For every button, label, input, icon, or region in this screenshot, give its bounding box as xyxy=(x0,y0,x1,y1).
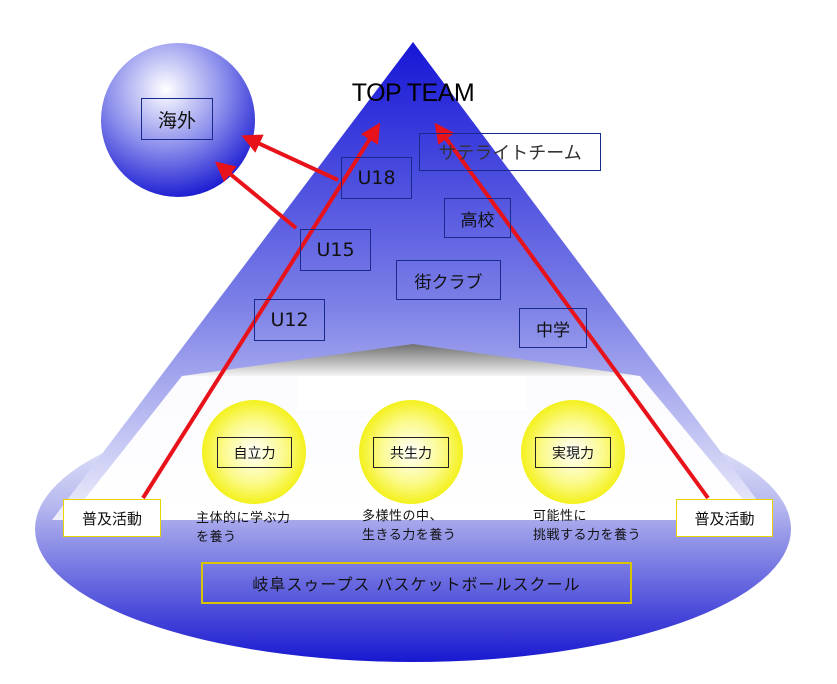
power-desc-1-line1: 主体的に学ぶ力 xyxy=(196,511,291,526)
town-club-label: 街クラブ xyxy=(396,260,501,300)
power-desc-2-line2: 生きる力を養う xyxy=(362,528,457,543)
overseas-label: 海外 xyxy=(141,98,213,140)
power-desc-2: 多様性の中、 生きる力を養う xyxy=(362,507,456,545)
power-label-3: 実現力 xyxy=(535,437,611,468)
power-desc-2-line1: 多様性の中、 xyxy=(362,509,444,524)
power-label-2: 共生力 xyxy=(373,437,449,468)
power-desc-3-line2: 挑戦する力を養う xyxy=(533,528,642,543)
arrow-u18-to-overseas xyxy=(241,134,339,182)
school-name-label: 岐阜スゥープス バスケットボールスクール xyxy=(201,562,632,604)
power-label-1: 自立力 xyxy=(217,437,292,468)
power-desc-3: 可能性に 挑戦する力を養う xyxy=(533,507,641,545)
outreach-right-label: 普及活動 xyxy=(676,499,773,537)
overseas-sphere xyxy=(101,43,255,197)
u12-label: U12 xyxy=(254,299,325,341)
highschool-label: 高校 xyxy=(444,198,511,238)
arrow-u15-to-overseas xyxy=(214,161,298,230)
junior-high-label: 中学 xyxy=(519,308,587,348)
power-circle-3 xyxy=(521,400,625,504)
arrow-left-outreach-to-top xyxy=(141,122,381,500)
power-circle-1 xyxy=(202,400,306,504)
top-team-title: TOP TEAM xyxy=(351,78,475,107)
power-desc-3-line1: 可能性に xyxy=(533,509,588,524)
u18-label: U18 xyxy=(341,157,412,199)
u15-label: U15 xyxy=(300,229,371,271)
power-desc-1-line2: を養う xyxy=(196,530,237,545)
arrow-right-outreach-to-top xyxy=(434,122,710,500)
satellite-team-label: サテライトチーム xyxy=(419,133,601,171)
power-circle-2 xyxy=(359,400,463,504)
outreach-left-label: 普及活動 xyxy=(63,499,161,537)
separator-band xyxy=(182,344,640,376)
power-desc-1: 主体的に学ぶ力 を養う xyxy=(196,509,291,547)
